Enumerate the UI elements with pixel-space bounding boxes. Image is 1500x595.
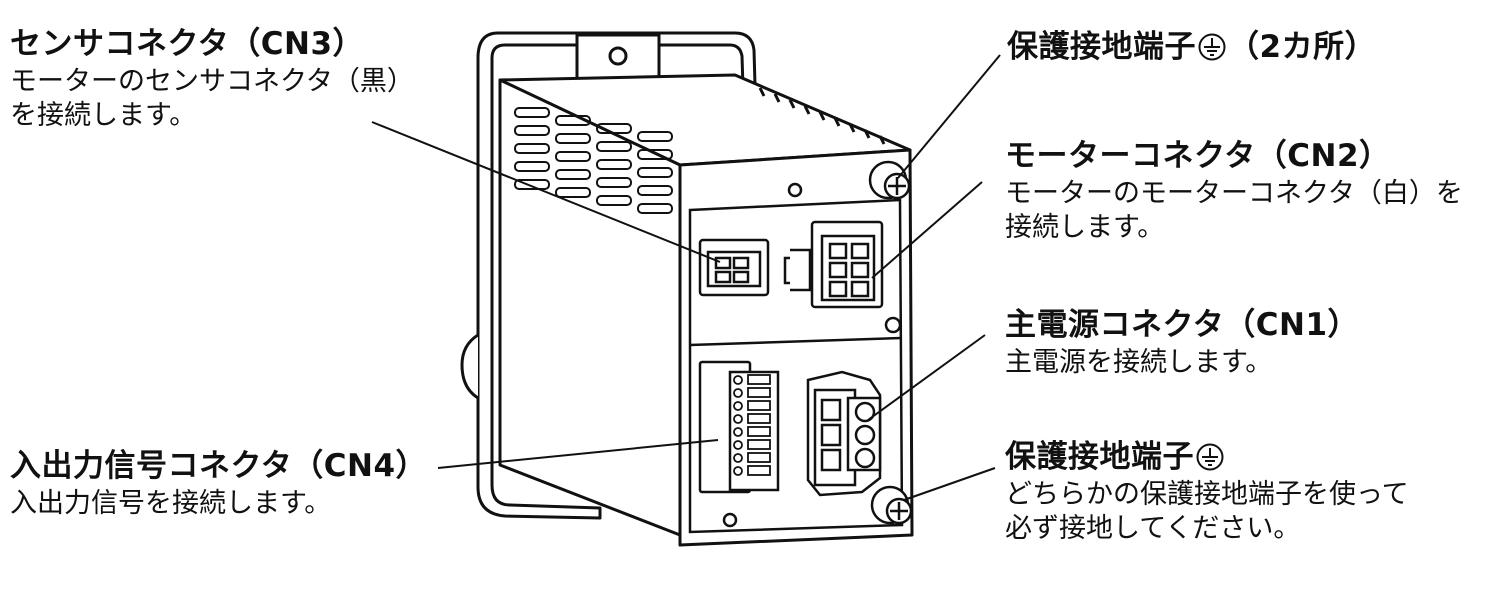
cn1-connector bbox=[806, 370, 882, 497]
front-panel-border bbox=[688, 198, 904, 534]
leader-lines bbox=[371, 54, 1001, 501]
leader-pe-bottom bbox=[903, 467, 996, 501]
label-cn3: センサコネクタ（CN3） モーターのセンサコネクタ（黒） を接続します。 bbox=[10, 25, 414, 134]
cn4-desc-line1: 入出力信号を接続します。 bbox=[10, 487, 332, 519]
pe-bottom-title-prefix: 保護接地端子 bbox=[1005, 439, 1194, 475]
pe-bottom-desc-line1: どちらかの保護接地端子を使って bbox=[1005, 478, 1409, 510]
leader-cn1 bbox=[867, 334, 986, 421]
cn3-desc-line1: モーターのセンサコネクタ（黒） bbox=[10, 65, 414, 97]
mounting-hole bbox=[608, 46, 628, 66]
cn2-connector bbox=[810, 220, 884, 309]
leader-cn3 bbox=[371, 121, 721, 263]
protective-earth-icon bbox=[1198, 33, 1226, 61]
ground-screw-top bbox=[868, 160, 911, 200]
leader-pe-top bbox=[897, 54, 1001, 179]
cn2-desc-line1: モーターのモーターコネクタ（白）を bbox=[1005, 177, 1463, 209]
label-cn1: 主電源コネクタ（CN1） 主電源を接続します。 bbox=[1005, 306, 1359, 380]
protective-earth-icon bbox=[1196, 443, 1224, 471]
pe-bottom-title: 保護接地端子 bbox=[1005, 438, 1409, 478]
top-vent-hatch bbox=[758, 87, 886, 145]
leader-cn4 bbox=[437, 439, 719, 469]
pe-top-title-prefix: 保護接地端子 bbox=[1007, 29, 1196, 65]
label-pe-top: 保護接地端子 （2カ所） bbox=[1007, 28, 1376, 68]
cn3-desc-line2: を接続します。 bbox=[10, 100, 197, 132]
cn2-desc-line2: 接続します。 bbox=[1005, 212, 1165, 244]
leader-cn2 bbox=[871, 181, 983, 279]
cn4-title: 入出力信号コネクタ（CN4） bbox=[10, 448, 428, 484]
cn3-title: センサコネクタ（CN3） bbox=[10, 26, 365, 62]
cn2-title: モーターコネクタ（CN2） bbox=[1005, 138, 1391, 174]
label-cn2: モーターコネクタ（CN2） モーターのモーターコネクタ（白）を 接続します。 bbox=[1005, 137, 1463, 246]
label-pe-bottom: 保護接地端子 どちらかの保護接地端子を使って 必ず接地してください。 bbox=[1005, 438, 1409, 547]
side-knob bbox=[460, 333, 479, 400]
pe-top-title-suffix: （2カ所） bbox=[1228, 29, 1377, 65]
cn4-terminal-block bbox=[698, 360, 780, 494]
vent-slots bbox=[514, 107, 673, 214]
pe-bottom-desc-line2: 必ず接地してください。 bbox=[1005, 513, 1301, 545]
cn1-desc-line1: 主電源を接続します。 bbox=[1005, 346, 1273, 378]
cn3-connector bbox=[698, 238, 770, 297]
label-cn4: 入出力信号コネクタ（CN4） 入出力信号を接続します。 bbox=[10, 447, 427, 521]
ground-screw-bottom bbox=[870, 485, 913, 525]
cn1-title: 主電源コネクタ（CN1） bbox=[1005, 307, 1360, 343]
pe-top-title: 保護接地端子 （2カ所） bbox=[1007, 28, 1376, 68]
